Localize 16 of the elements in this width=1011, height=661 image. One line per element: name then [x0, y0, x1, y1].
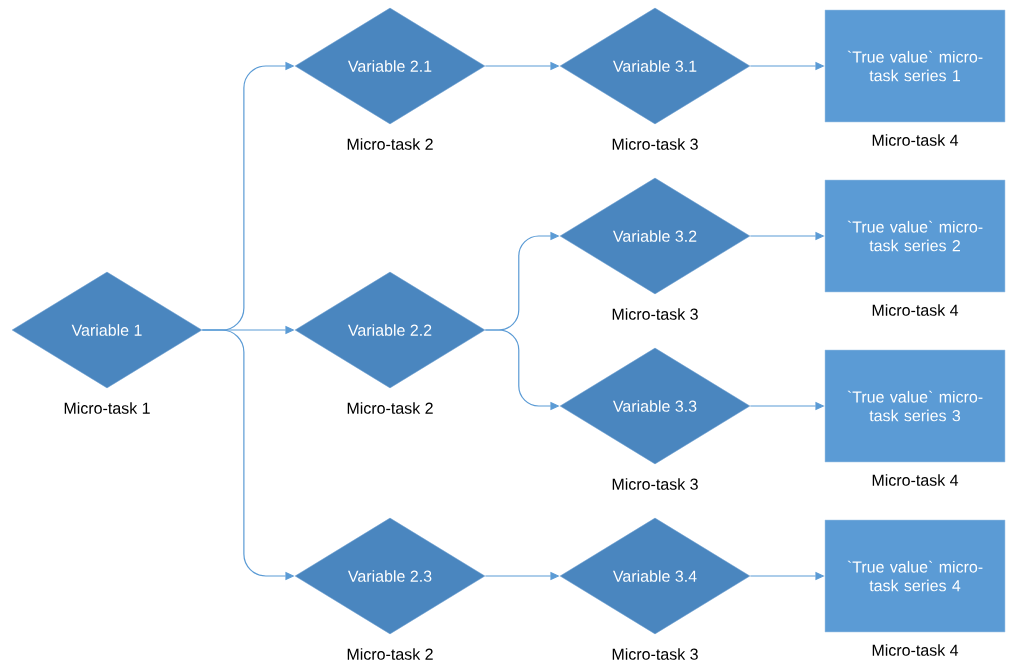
caption-text: Micro-task 3 [612, 648, 698, 660]
caption-text: Micro-task 4 [872, 474, 959, 486]
process-box: `True value` micro-task series 2 [824, 179, 1006, 293]
caption-text: Micro-task 4 [872, 134, 959, 146]
caption-text: Micro-task 2 [347, 138, 433, 150]
caption-text: Micro-task 3 [612, 478, 698, 490]
caption-text: Micro-task 1 [64, 402, 150, 414]
caption-text: Micro-task 4 [872, 304, 959, 316]
process-box: `True value` micro-task series 3 [824, 349, 1006, 463]
process-box: `True value` micro-task series 1 [824, 9, 1006, 123]
caption-text: Micro-task 3 [612, 308, 698, 320]
caption-text: Micro-task 2 [347, 648, 433, 660]
process-box: `True value` micro-task series 4 [824, 519, 1006, 633]
caption-text: Micro-task 4 [872, 644, 959, 656]
caption-text: Micro-task 3 [612, 138, 698, 150]
caption-text: Micro-task 2 [347, 402, 433, 414]
